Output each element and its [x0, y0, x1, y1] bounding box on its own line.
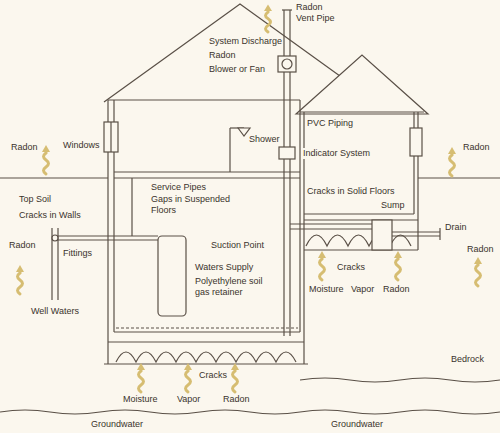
part-label: Gaps in Suspended Floors	[150, 194, 240, 216]
part-label: Radon	[466, 244, 495, 255]
part-label: PVC Piping	[306, 118, 354, 129]
part-label: Vapor	[350, 284, 375, 295]
part-label: Indicator System	[302, 148, 371, 159]
part-label: Cracks in Solid Floors	[306, 186, 396, 197]
part-label: Moisture	[122, 394, 159, 405]
part-label: Radon	[8, 240, 37, 251]
part-label: Groundwater	[330, 419, 384, 430]
part-label: System Discharge	[208, 36, 283, 47]
part-label: Radon	[208, 50, 237, 61]
part-label: Drain	[444, 222, 468, 233]
part-label: Cracks in Walls	[18, 210, 82, 221]
part-label: Windows	[62, 140, 101, 151]
part-label: Vapor	[176, 394, 201, 405]
radon-arrow	[16, 4, 482, 392]
part-label: Waters Supply	[194, 262, 254, 273]
part-label: Bedrock	[450, 354, 485, 365]
part-label: Suction Point	[210, 240, 265, 251]
part-label: Shower	[248, 134, 281, 145]
part-label: Radon	[10, 142, 39, 153]
part-label: Moisture	[308, 284, 345, 295]
part-label: Cracks	[198, 370, 228, 381]
part-label: Polyethylene soil gas retainer	[194, 276, 278, 298]
part-label: Top Soil	[18, 194, 52, 205]
part-label: Radon	[222, 394, 251, 405]
part-label: Well Waters	[30, 306, 80, 317]
part-label: Groundwater	[90, 419, 144, 430]
part-label: Radon	[462, 142, 491, 153]
part-label: Blower or Fan	[208, 64, 266, 75]
part-label: Fittings	[62, 248, 93, 259]
part-label: Cracks	[336, 262, 366, 273]
part-label: Radon	[382, 284, 411, 295]
part-label: Radon Vent Pipe	[295, 2, 343, 24]
part-label: Service Pipes	[150, 182, 207, 193]
part-label: Sump	[380, 200, 406, 211]
